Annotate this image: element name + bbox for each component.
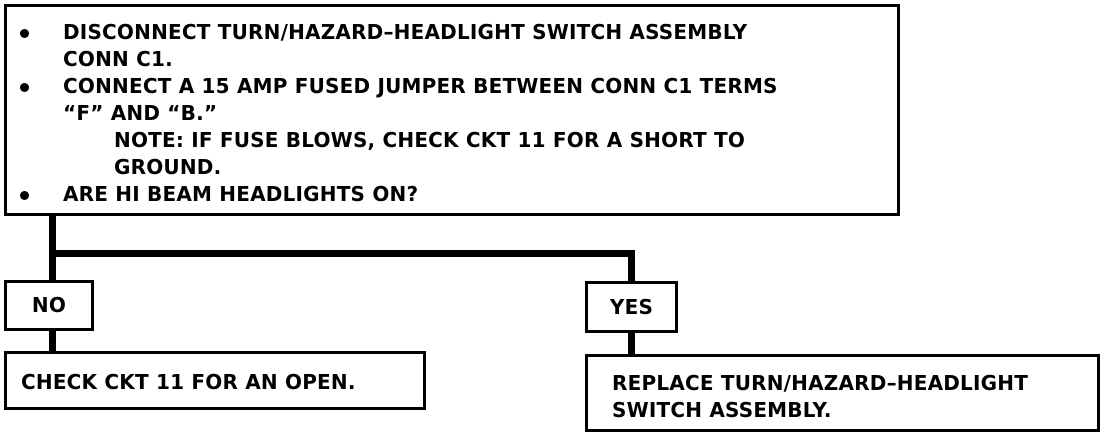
bullet-icon (20, 191, 29, 200)
no-label: NO (31, 293, 67, 317)
no-result-box: CHECK CKT 11 FOR AN OPEN. (4, 351, 426, 410)
connector-yes-to-result (628, 330, 635, 357)
question-text: ARE HI BEAM HEADLIGHTS ON? (63, 182, 419, 206)
step-disconnect-line-1: DISCONNECT TURN/HAZARD–HEADLIGHT SWITCH … (63, 20, 748, 44)
note-line-1: NOTE: IF FUSE BLOWS, CHECK CKT 11 FOR A … (114, 128, 746, 152)
step-disconnect: DISCONNECT TURN/HAZARD–HEADLIGHT SWITCH … (7, 19, 778, 73)
yes-result-line-1: REPLACE TURN/HAZARD–HEADLIGHT (612, 371, 1029, 395)
note-line-2: GROUND. (114, 155, 222, 179)
question-box: DISCONNECT TURN/HAZARD–HEADLIGHT SWITCH … (4, 4, 900, 216)
step-disconnect-line-2: CONN C1. (63, 47, 173, 71)
step-connect-jumper: CONNECT A 15 AMP FUSED JUMPER BETWEEN CO… (7, 73, 778, 127)
yes-result-box: REPLACE TURN/HAZARD–HEADLIGHT SWITCH ASS… (585, 354, 1100, 432)
note: NOTE: IF FUSE BLOWS, CHECK CKT 11 FOR A … (7, 127, 778, 181)
bullet-icon (20, 83, 29, 92)
connector-horizontal (49, 250, 635, 257)
connector-trunk (49, 214, 56, 282)
step-connect-line-2: “F” AND “B.” (63, 101, 218, 125)
connector-no-to-result (49, 328, 56, 354)
yes-label: YES (609, 294, 654, 319)
question: ARE HI BEAM HEADLIGHTS ON? (7, 181, 778, 208)
no-label-box: NO (4, 280, 94, 331)
bullet-icon (20, 29, 29, 38)
no-result-line-1: CHECK CKT 11 FOR AN OPEN. (21, 370, 356, 394)
connector-yes-drop (628, 250, 635, 284)
yes-label-box: YES (585, 281, 678, 333)
step-connect-line-1: CONNECT A 15 AMP FUSED JUMPER BETWEEN CO… (63, 74, 778, 98)
yes-result-line-2: SWITCH ASSEMBLY. (612, 398, 832, 422)
